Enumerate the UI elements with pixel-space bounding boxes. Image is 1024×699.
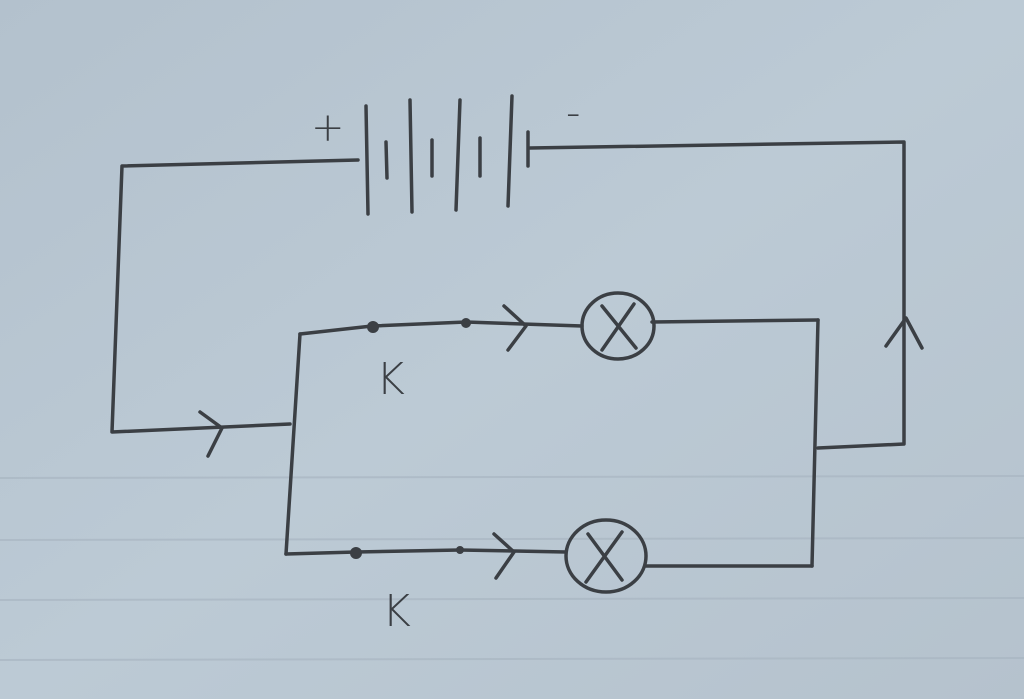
wire-upper-end <box>650 318 820 324</box>
lamp-upper <box>580 291 656 361</box>
switch-lower-contact-left <box>350 547 362 559</box>
battery <box>364 94 530 216</box>
ruled-lines <box>0 475 1024 661</box>
switch-upper-blade <box>370 320 468 328</box>
wire-left-loop <box>110 158 360 434</box>
switch-upper-contact-right <box>461 318 471 328</box>
switch-lower-contact-right <box>456 546 464 554</box>
arrow-lower-branch <box>492 532 516 580</box>
wire-branch-left <box>284 332 302 556</box>
switch-upper-contact-left <box>367 321 379 333</box>
arrow-upper-branch <box>502 304 528 352</box>
switch-lower-blade <box>354 548 462 554</box>
arrow-left-wire <box>198 410 224 458</box>
arrow-right-wire <box>884 316 924 350</box>
wire-branch-right <box>810 318 820 568</box>
wire-right-loop <box>528 140 906 450</box>
wire-lower-start <box>284 550 358 556</box>
lamp-lower <box>564 518 648 594</box>
wire-upper-start <box>298 324 374 336</box>
